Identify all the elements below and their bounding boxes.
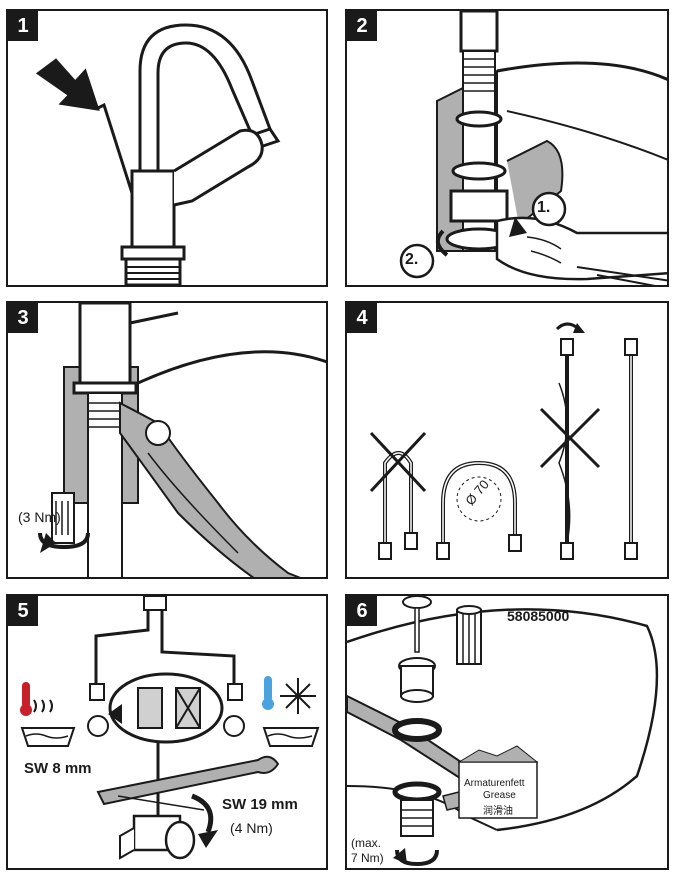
nut-removal-illustration xyxy=(399,11,667,285)
cross-icon xyxy=(369,431,427,493)
wrench-size-large: SW 19 mm xyxy=(222,796,298,813)
rotate-icon xyxy=(38,532,90,553)
step-3-panel: 3 (3 Nm) xyxy=(6,301,328,579)
step-1-panel: 1 xyxy=(6,9,328,287)
rotate-icon xyxy=(191,793,218,848)
step-number: 6 xyxy=(347,596,377,626)
sub-step-1-label: 1. xyxy=(537,199,551,216)
faucet-illustration xyxy=(35,23,281,285)
hot-water-icon xyxy=(20,682,76,747)
step-number: 1 xyxy=(8,11,38,41)
torque-label: (4 Nm) xyxy=(230,820,273,836)
grease-label-zh: 润滑油 xyxy=(483,806,513,817)
wrench-size-small: SW 8 mm xyxy=(24,760,92,777)
connection-illustration xyxy=(20,596,320,860)
grease-label-de: Armaturenfett xyxy=(464,778,525,789)
drain-assembly-illustration xyxy=(347,596,659,867)
rotate-icon xyxy=(435,217,527,257)
torque-label-line1: (max. xyxy=(351,836,381,850)
step-4-panel: 4 Ø 70 xyxy=(345,301,669,579)
step-5-panel: 5 xyxy=(6,594,328,870)
step-2-panel: 2 1. 2. xyxy=(345,9,669,287)
cross-icon xyxy=(539,407,601,469)
tightening-illustration xyxy=(38,303,326,577)
rotate-icon xyxy=(555,322,585,333)
cold-water-icon xyxy=(262,676,320,747)
rotate-icon xyxy=(393,848,439,867)
step-number: 5 xyxy=(8,596,38,626)
step-number: 2 xyxy=(347,11,377,41)
part-number: 58085000 xyxy=(507,608,570,624)
hose-bending-illustration xyxy=(369,322,638,560)
torque-label: (3 Nm) xyxy=(18,509,61,525)
step-6-panel: 6 58085000 Armaturenfett xyxy=(345,594,669,870)
arrow-icon xyxy=(35,58,100,111)
step-number: 3 xyxy=(8,303,38,333)
grease-label-en: Grease xyxy=(483,790,516,801)
step-number: 4 xyxy=(347,303,377,333)
torque-label-line2: 7 Nm) xyxy=(351,851,384,865)
wrench-icon xyxy=(96,755,280,811)
sub-step-2-label: 2. xyxy=(405,251,419,268)
